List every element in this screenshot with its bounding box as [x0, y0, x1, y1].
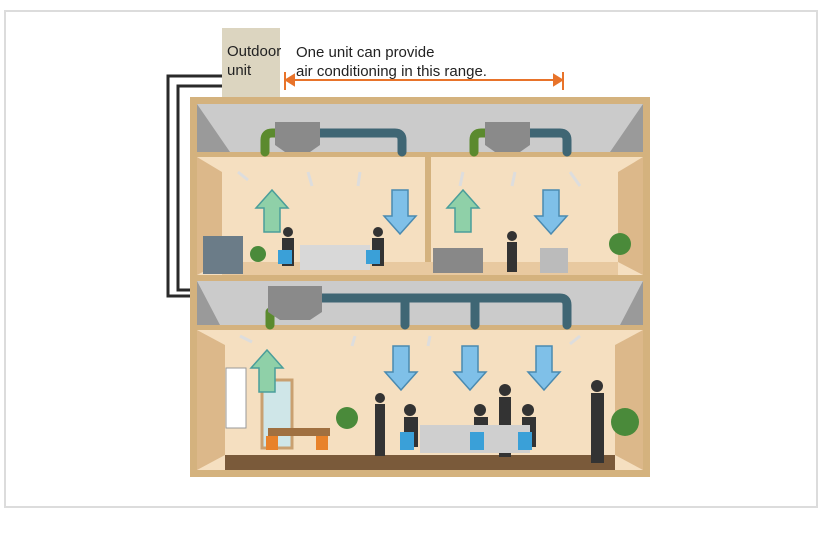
ducts-lower	[265, 293, 572, 330]
bookshelf	[203, 236, 243, 274]
outdoor-unit	[222, 28, 280, 98]
return-air-arrows	[249, 188, 481, 393]
meeting-table	[300, 245, 370, 270]
ceiling-space-lower	[197, 281, 643, 325]
outdoor-unit-label: Outdoor unit	[227, 43, 282, 79]
orange-chairs	[266, 436, 328, 450]
indoor-unit-3	[268, 286, 322, 320]
floor-slab-mid	[190, 275, 650, 281]
copier	[540, 248, 568, 273]
whiteboard	[225, 367, 247, 429]
range-caption-line-2: air conditioning in this range.	[296, 63, 487, 80]
range-caption-line-1: One unit can provide	[296, 44, 435, 61]
chairs	[278, 250, 532, 450]
supply-air-arrows	[382, 189, 569, 392]
indoor-unit-1	[275, 122, 320, 152]
cabinet	[433, 248, 483, 273]
diagram-frame	[4, 10, 818, 508]
indoor-unit-2	[485, 122, 530, 152]
ducts-upper	[260, 128, 572, 157]
range-arrow	[284, 72, 564, 90]
range-caption: One unit can provide air conditioning in…	[296, 43, 546, 81]
ceiling-lights	[237, 170, 582, 347]
plants	[250, 233, 639, 436]
